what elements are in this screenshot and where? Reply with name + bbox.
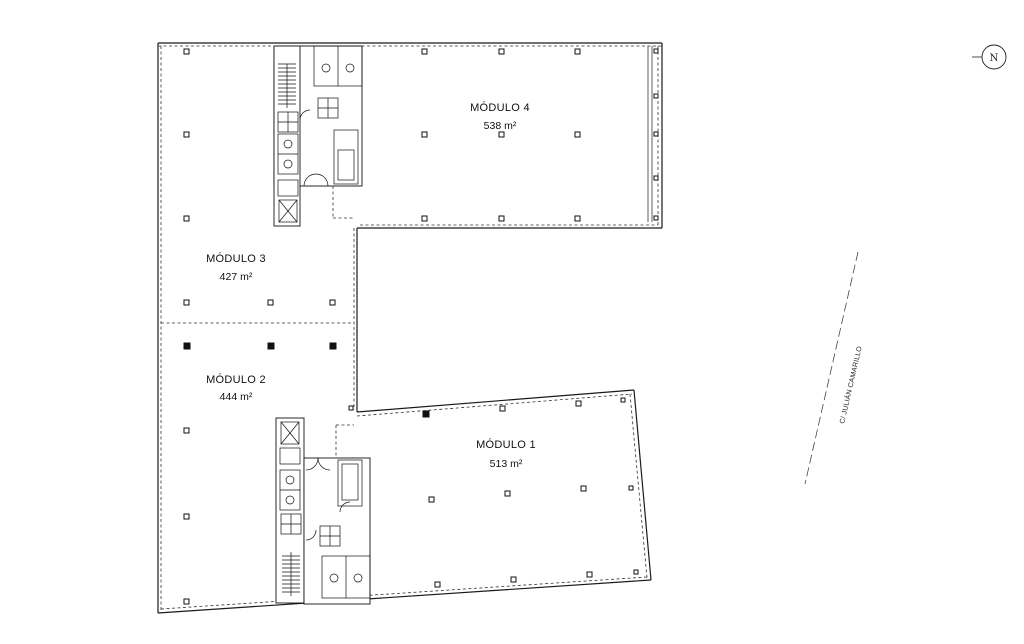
street-line bbox=[804, 251, 859, 485]
north-arrow-icon: N bbox=[972, 44, 1007, 70]
column bbox=[183, 598, 190, 605]
column bbox=[183, 215, 190, 222]
module-4-area: 538 m² bbox=[484, 120, 517, 132]
module-2-name: MÓDULO 2 bbox=[206, 373, 266, 386]
north-symbol: N bbox=[990, 53, 999, 64]
column bbox=[267, 342, 275, 350]
column bbox=[421, 131, 428, 138]
column bbox=[421, 215, 428, 222]
module-1-area: 513 m² bbox=[490, 458, 523, 470]
module-2-area: 444 m² bbox=[220, 391, 253, 403]
column bbox=[499, 405, 506, 412]
upper-service-core bbox=[273, 45, 363, 227]
column bbox=[653, 215, 659, 221]
column bbox=[653, 131, 659, 137]
module-4-label: MÓDULO 4 538 m² bbox=[470, 101, 530, 132]
column bbox=[183, 48, 190, 55]
column bbox=[183, 513, 190, 520]
column bbox=[329, 342, 337, 350]
column bbox=[653, 48, 659, 54]
module-1-label: MÓDULO 1 513 m² bbox=[476, 438, 536, 470]
column bbox=[498, 48, 505, 55]
columns bbox=[183, 48, 659, 605]
module-3-area: 427 m² bbox=[220, 271, 253, 283]
column bbox=[428, 496, 435, 503]
column bbox=[633, 569, 639, 575]
street-name: C/ JULIÁN CAMARILLO bbox=[837, 345, 864, 425]
column bbox=[580, 485, 587, 492]
column bbox=[498, 131, 505, 138]
lower-service-core bbox=[275, 417, 371, 605]
module-3-label: MÓDULO 3 427 m² bbox=[206, 252, 266, 283]
column bbox=[183, 131, 190, 138]
module-3-name: MÓDULO 3 bbox=[206, 252, 266, 265]
column bbox=[348, 405, 354, 411]
column bbox=[628, 485, 634, 491]
column bbox=[422, 410, 430, 418]
column bbox=[586, 571, 593, 578]
column bbox=[510, 576, 517, 583]
column bbox=[434, 581, 441, 588]
column bbox=[620, 397, 626, 403]
column bbox=[267, 299, 274, 306]
column bbox=[575, 400, 582, 407]
column bbox=[329, 299, 336, 306]
column bbox=[183, 427, 190, 434]
column bbox=[183, 299, 190, 306]
column bbox=[574, 215, 581, 222]
column bbox=[574, 131, 581, 138]
module-2-label: MÓDULO 2 444 m² bbox=[206, 373, 266, 403]
column bbox=[653, 175, 659, 181]
module-1-name: MÓDULO 1 bbox=[476, 438, 536, 451]
module-4-name: MÓDULO 4 bbox=[470, 101, 530, 114]
column bbox=[498, 215, 505, 222]
column bbox=[421, 48, 428, 55]
building-outline bbox=[157, 42, 663, 614]
column bbox=[653, 93, 659, 99]
column bbox=[574, 48, 581, 55]
column bbox=[183, 342, 191, 350]
column bbox=[504, 490, 511, 497]
